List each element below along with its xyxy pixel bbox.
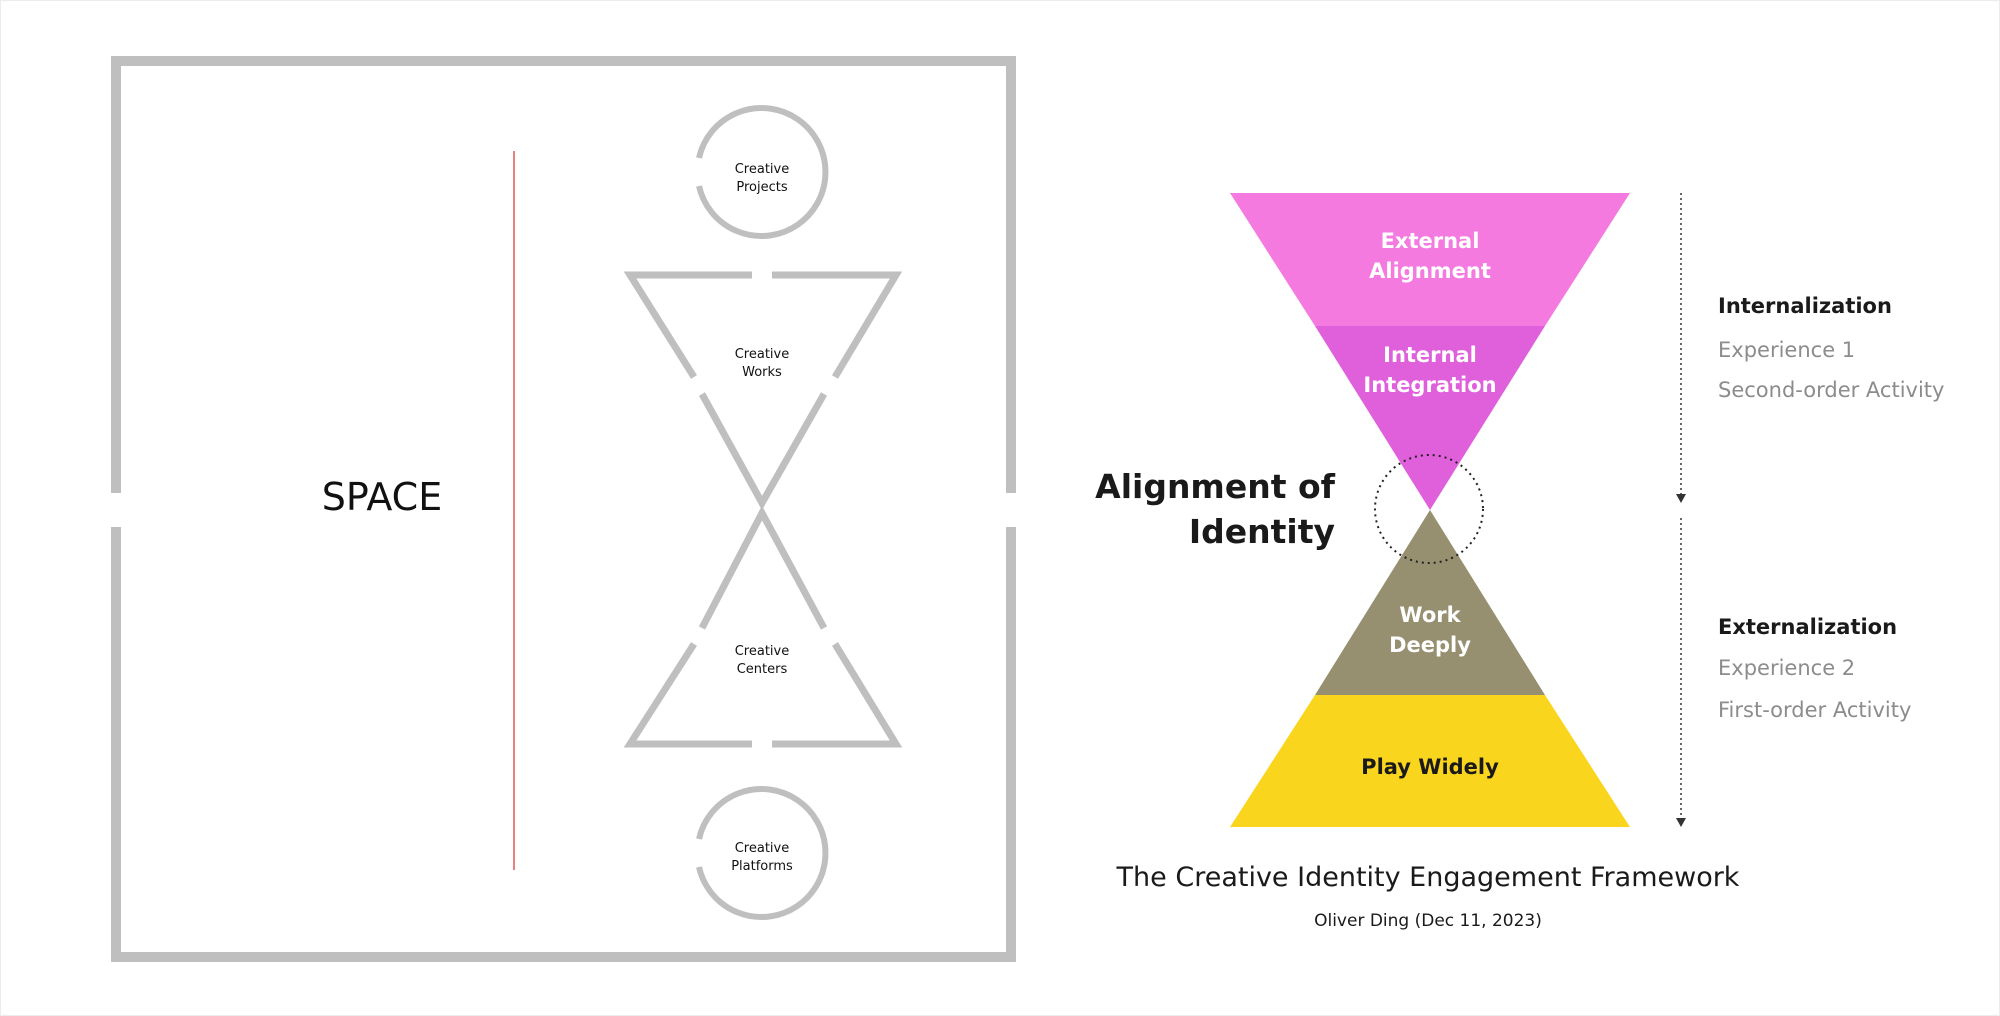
creative-projects-label-1: Creative [735,162,790,177]
internal-integration-segment [1315,326,1545,510]
internalization-line-1: Experience 1 [1718,338,1855,362]
creative-works-node: Creative Works [623,271,903,511]
creative-projects-label-2: Projects [736,180,787,195]
externalization-line-1: Experience 2 [1718,656,1855,680]
space-frame [111,56,1016,962]
externalization-title: Externalization [1718,615,1897,639]
internalization-line-2: Second-order Activity [1718,378,1944,402]
alignment-of-identity-label-1: Alignment of [1095,467,1335,506]
work-deeply-label-2: Deeply [1389,633,1471,657]
internalization-title: Internalization [1718,294,1892,318]
creative-projects-node: Creative Projects [696,105,829,239]
internalization-arrow [1676,193,1686,503]
author-credit: Oliver Ding (Dec 11, 2023) [1314,911,1542,931]
work-deeply-label-1: Work [1399,603,1461,627]
creative-platforms-label-1: Creative [735,841,790,856]
alignment-of-identity-label-2: Identity [1189,512,1335,551]
creative-works-label-1: Creative [735,347,790,362]
internal-integration-label-2: Integration [1363,373,1496,397]
external-alignment-label-1: External [1381,229,1480,253]
externalization-arrow [1676,518,1686,827]
creative-works-label-2: Works [742,365,782,380]
space-label: SPACE [322,475,442,519]
creative-centers-label-1: Creative [735,644,790,659]
hourglass [1230,193,1630,827]
internal-integration-label-1: Internal [1383,343,1477,367]
creative-centers-node: Creative Centers [623,505,903,748]
creative-centers-label-2: Centers [737,662,788,677]
framework-title: The Creative Identity Engagement Framewo… [1116,862,1740,893]
external-alignment-label-2: Alignment [1369,259,1491,283]
work-deeply-segment [1315,510,1545,695]
creative-platforms-node: Creative Platforms [696,786,829,920]
externalization-line-2: First-order Activity [1718,698,1911,722]
play-widely-segment [1230,695,1630,827]
creative-platforms-label-2: Platforms [731,859,793,874]
external-alignment-segment [1230,193,1630,326]
alignment-dotted-circle [1374,454,1484,564]
play-widely-label: Play Widely [1361,755,1499,779]
